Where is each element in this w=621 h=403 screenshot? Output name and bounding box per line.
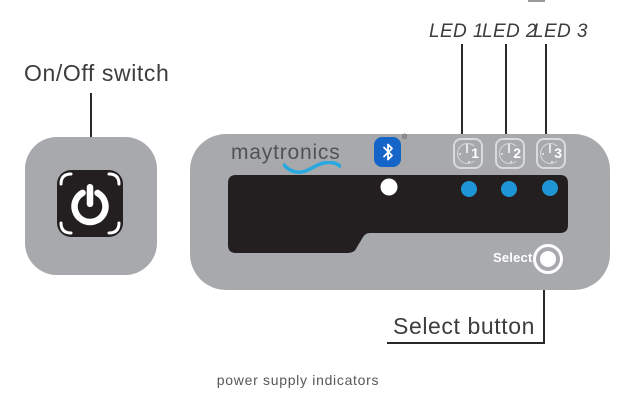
logo-wave-icon [283,161,341,174]
maytronics-logo: maytronics [231,141,341,164]
on-off-callout-line [90,93,92,137]
select-text: Select [493,250,533,265]
display-window [228,175,568,253]
timer1-number: 1 [470,145,480,161]
on-off-switch-label: On/Off switch [24,60,170,86]
power-indicator-led [380,178,398,196]
top-edge-artifact [528,0,545,2]
led2-label: LED 2 [482,21,537,42]
select-button[interactable] [533,244,563,274]
led1-callout-line [461,44,463,137]
led1-label: LED 1 [429,21,484,42]
on-off-switch [25,137,157,275]
led3-label: LED 3 [533,21,588,42]
caption: power supply indicators [216,372,380,388]
timer3-number: 3 [553,145,563,161]
led2-callout-line [505,44,507,137]
led2-indicator [501,181,517,197]
select-callout-vline [543,290,545,343]
select-callout-hline [387,342,545,344]
timer3-icon: 3 [536,138,566,169]
bluetooth-icon [374,137,401,167]
power-supply-panel: maytronics ® 1 2 [190,134,610,290]
led3-indicator [542,180,558,196]
timer2-number: 2 [512,145,522,161]
select-button-label: Select button [393,313,536,339]
power-button[interactable] [57,170,123,237]
timer1-icon: 1 [453,138,483,169]
led3-callout-line [545,44,547,137]
registered-mark: ® [402,134,408,141]
power-icon [57,170,123,237]
led1-indicator [461,181,477,197]
timer2-icon: 2 [495,138,525,169]
